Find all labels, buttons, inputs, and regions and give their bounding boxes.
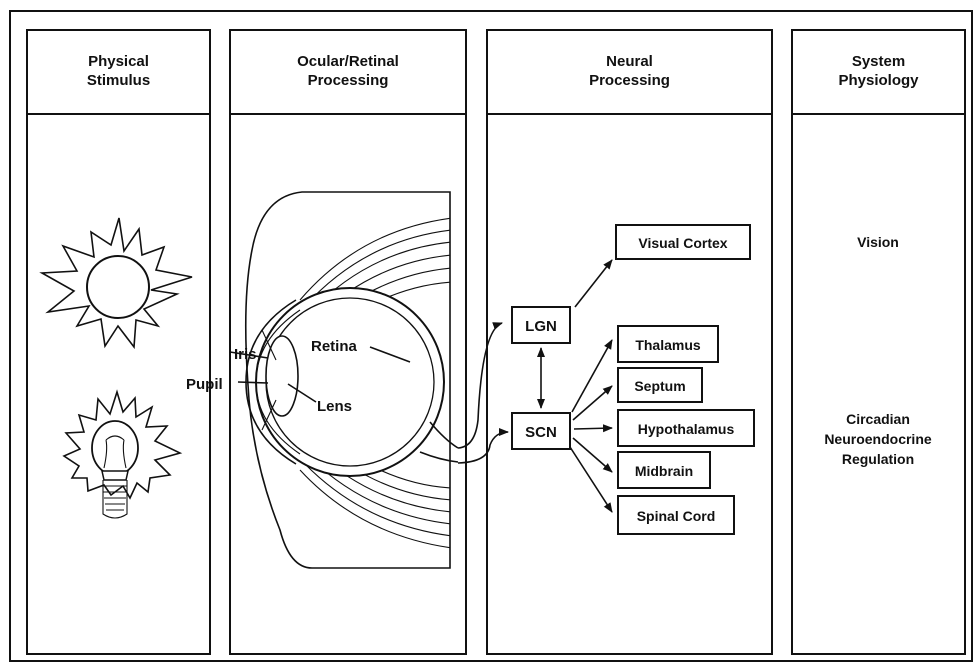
visual-cortex-node: Visual Cortex bbox=[615, 224, 751, 260]
spinal-cord-label: Spinal Cord bbox=[637, 508, 716, 524]
eye-label-pupil: Pupil bbox=[186, 376, 223, 393]
lens-leader bbox=[287, 383, 317, 403]
optic-to-lgn-arrow bbox=[457, 322, 503, 449]
eye-diagram bbox=[244, 191, 459, 569]
column-system-physiology: System Physiology bbox=[791, 29, 966, 655]
column-title-line2: Processing bbox=[589, 72, 670, 89]
midbrain-node: Midbrain bbox=[617, 451, 711, 489]
optic-to-scn-arrow bbox=[457, 428, 509, 464]
visual-cortex-label: Visual Cortex bbox=[638, 235, 727, 251]
circadian-line1: Circadian bbox=[846, 411, 910, 427]
lightbulb-icon bbox=[62, 389, 183, 519]
column-title-line2: Stimulus bbox=[87, 72, 150, 89]
column-title-line1: Physical bbox=[88, 53, 149, 70]
scn-to-spinal-cord-arrow bbox=[569, 446, 613, 513]
pupil-leader bbox=[237, 381, 269, 384]
hypothalamus-node: Hypothalamus bbox=[617, 409, 755, 447]
midbrain-label: Midbrain bbox=[635, 463, 693, 479]
lgn-node: LGN bbox=[511, 306, 571, 344]
column-title-line2: Processing bbox=[308, 72, 389, 89]
scn-node: SCN bbox=[511, 412, 571, 450]
thalamus-label: Thalamus bbox=[635, 337, 701, 353]
sun-icon bbox=[39, 217, 193, 350]
circadian-line3: Regulation bbox=[842, 451, 914, 467]
thalamus-node: Thalamus bbox=[617, 325, 719, 363]
iris-leader bbox=[229, 351, 269, 359]
scn-to-septum-arrow bbox=[572, 385, 613, 421]
column-title-line1: Neural bbox=[606, 53, 653, 70]
lgn-to-visual-cortex-arrow bbox=[574, 259, 613, 308]
circadian-line2: Neuroendocrine bbox=[824, 431, 932, 447]
retina-leader bbox=[369, 346, 411, 363]
septum-label: Septum bbox=[634, 378, 685, 394]
scn-to-midbrain-arrow bbox=[572, 437, 613, 473]
vision-outcome: Vision bbox=[857, 234, 899, 250]
scn-label: SCN bbox=[525, 424, 557, 441]
column-title-line2: Physiology bbox=[838, 72, 919, 89]
column-physical-stimulus: Physical Stimulus bbox=[26, 29, 211, 655]
spinal-cord-node: Spinal Cord bbox=[617, 495, 735, 535]
eye-label-lens: Lens bbox=[317, 398, 352, 415]
lgn-label: LGN bbox=[525, 318, 557, 335]
column-title-line1: System bbox=[852, 53, 905, 70]
column-title-line1: Ocular/Retinal bbox=[297, 53, 399, 70]
outer-frame bbox=[9, 10, 973, 662]
eye-label-retina: Retina bbox=[311, 338, 358, 355]
scn-to-thalamus-arrow bbox=[571, 339, 613, 413]
scn-to-hypothalamus-arrow bbox=[573, 424, 613, 433]
septum-node: Septum bbox=[617, 367, 703, 403]
hypothalamus-label: Hypothalamus bbox=[638, 421, 735, 437]
